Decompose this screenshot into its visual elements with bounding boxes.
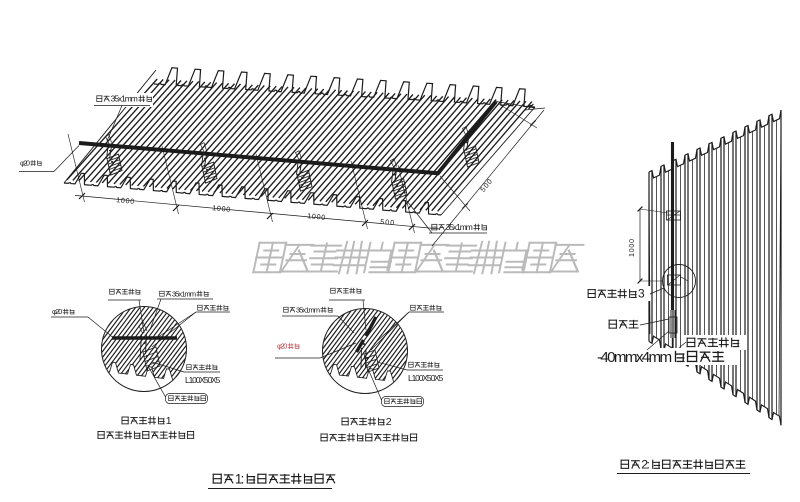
svg-text:35x1mm: 35x1mm bbox=[296, 305, 320, 314]
svg-text:35x1mm: 35x1mm bbox=[446, 222, 473, 232]
svg-text:500: 500 bbox=[380, 217, 395, 227]
svg-text:35x1mm: 35x1mm bbox=[172, 289, 196, 298]
svg-text:1000: 1000 bbox=[627, 239, 636, 257]
svg-text:2: 2 bbox=[386, 416, 392, 428]
svg-text:φ20: φ20 bbox=[52, 307, 62, 316]
svg-text:1000: 1000 bbox=[307, 211, 326, 222]
svg-text:1:: 1: bbox=[235, 471, 245, 486]
svg-text:2:: 2: bbox=[641, 458, 650, 472]
svg-text:3: 3 bbox=[638, 287, 645, 301]
svg-text:1: 1 bbox=[166, 415, 172, 427]
svg-text:1000: 1000 bbox=[212, 203, 231, 214]
svg-text:1000: 1000 bbox=[116, 195, 135, 206]
svg-text:φ20: φ20 bbox=[20, 160, 30, 168]
svg-text:φ20: φ20 bbox=[277, 342, 287, 351]
svg-text:-40mmx4mm: -40mmx4mm bbox=[597, 349, 672, 366]
svg-text:L100X50X5: L100X50X5 bbox=[408, 373, 444, 383]
svg-text:35x1mm: 35x1mm bbox=[111, 94, 138, 104]
svg-text:L100X50X5: L100X50X5 bbox=[185, 375, 221, 385]
